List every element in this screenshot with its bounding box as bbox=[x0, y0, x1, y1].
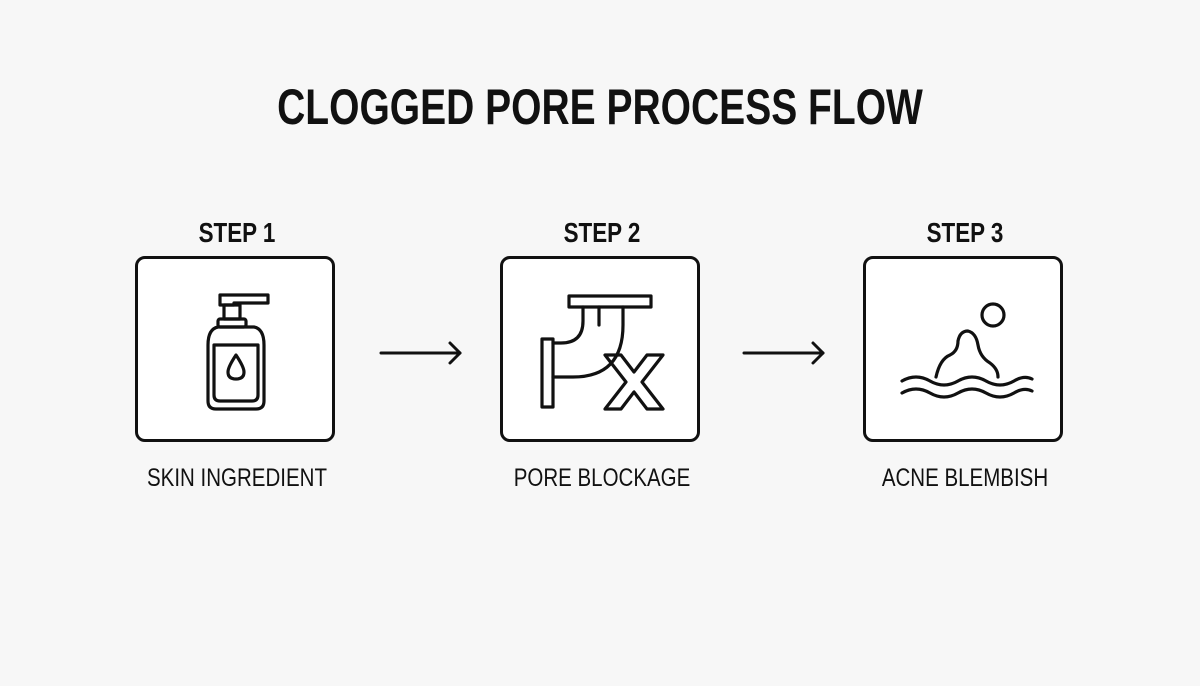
step-2-box bbox=[500, 256, 700, 442]
step-3-caption: ACNE BLEMBISH bbox=[881, 464, 1049, 492]
step-1-caption: SKIN INGREDIENT bbox=[147, 464, 327, 492]
pump-bottle-icon bbox=[206, 293, 270, 411]
step-2-caption: PORE BLOCKAGE bbox=[513, 464, 691, 492]
blemish-icon bbox=[900, 302, 1034, 399]
step-1-label: STEP 1 bbox=[198, 217, 276, 248]
arrow-right-icon bbox=[379, 341, 462, 365]
arrow-right-icon bbox=[742, 341, 825, 365]
step-2-label: STEP 2 bbox=[563, 217, 641, 248]
blocked-pipe-icon bbox=[540, 294, 665, 411]
page-title: CLOGGED PORE PROCESS FLOW bbox=[277, 79, 923, 135]
droplet-icon bbox=[226, 353, 246, 381]
step-3-box bbox=[863, 256, 1063, 442]
step-1-box bbox=[135, 256, 335, 442]
step-3-label: STEP 3 bbox=[926, 217, 1004, 248]
